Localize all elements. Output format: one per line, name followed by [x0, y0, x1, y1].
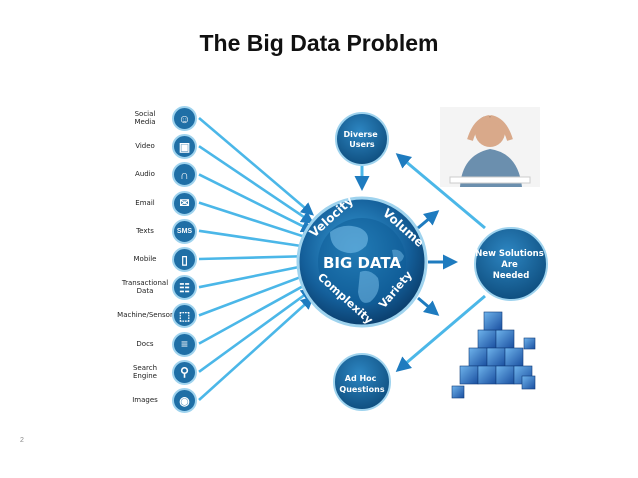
stressed-person-photo: [440, 107, 540, 187]
source-arrow: [198, 173, 315, 232]
source-arrow: [198, 296, 314, 401]
source-label: Docs: [136, 339, 154, 348]
globe-outflow-arrows: [417, 210, 458, 316]
source-arrow: [198, 117, 314, 216]
ad-hoc-label: Ad Hoc Questions: [339, 374, 384, 394]
document-icon: ≡: [172, 331, 197, 357]
source-arrow: [198, 270, 315, 317]
page-number: 2: [20, 437, 24, 444]
slide-title: The Big Data Problem: [199, 30, 439, 56]
camera-icon: ◉: [172, 388, 197, 413]
diverse-users-label: Diverse Users: [344, 130, 381, 149]
source-label: Audio: [135, 170, 155, 179]
source-arrow: [198, 201, 315, 243]
sms-icon: SMS: [172, 218, 197, 244]
new-solutions-node: [474, 227, 548, 301]
diverse-users-node: [335, 112, 389, 166]
source-label: Images: [132, 396, 158, 404]
source-label: Video: [135, 142, 155, 151]
source-arrows: [198, 117, 315, 401]
phone-icon: ▯: [172, 247, 197, 272]
film-icon: ▣: [172, 134, 197, 160]
source-label: Email: [135, 198, 155, 207]
people-icon: ☺: [172, 106, 197, 131]
source-arrow: [198, 249, 315, 263]
blue-cubes-image: [451, 311, 536, 399]
headphones-icon: ∩: [172, 162, 197, 188]
ad-hoc-node: [333, 353, 391, 411]
source-arrow: [198, 145, 315, 224]
magnifier-icon: ⚲: [172, 359, 197, 385]
source-arrow: [198, 288, 315, 373]
source-arrow: [198, 229, 315, 253]
new-solutions-label: New Solutions Are Needed: [475, 249, 547, 281]
source-label: Texts: [136, 226, 154, 235]
envelope-icon: ✉: [172, 190, 197, 216]
big-data-label: BIG DATA: [323, 254, 402, 272]
big-data-globe: [296, 196, 428, 328]
source-label: Machine/Sensor: [117, 311, 173, 320]
network-icon: ⬚: [172, 303, 197, 329]
source-label: Mobile: [133, 255, 157, 263]
source-arrow: [198, 260, 315, 289]
cart-icon: ☷: [172, 275, 197, 301]
source-arrow: [198, 279, 315, 345]
